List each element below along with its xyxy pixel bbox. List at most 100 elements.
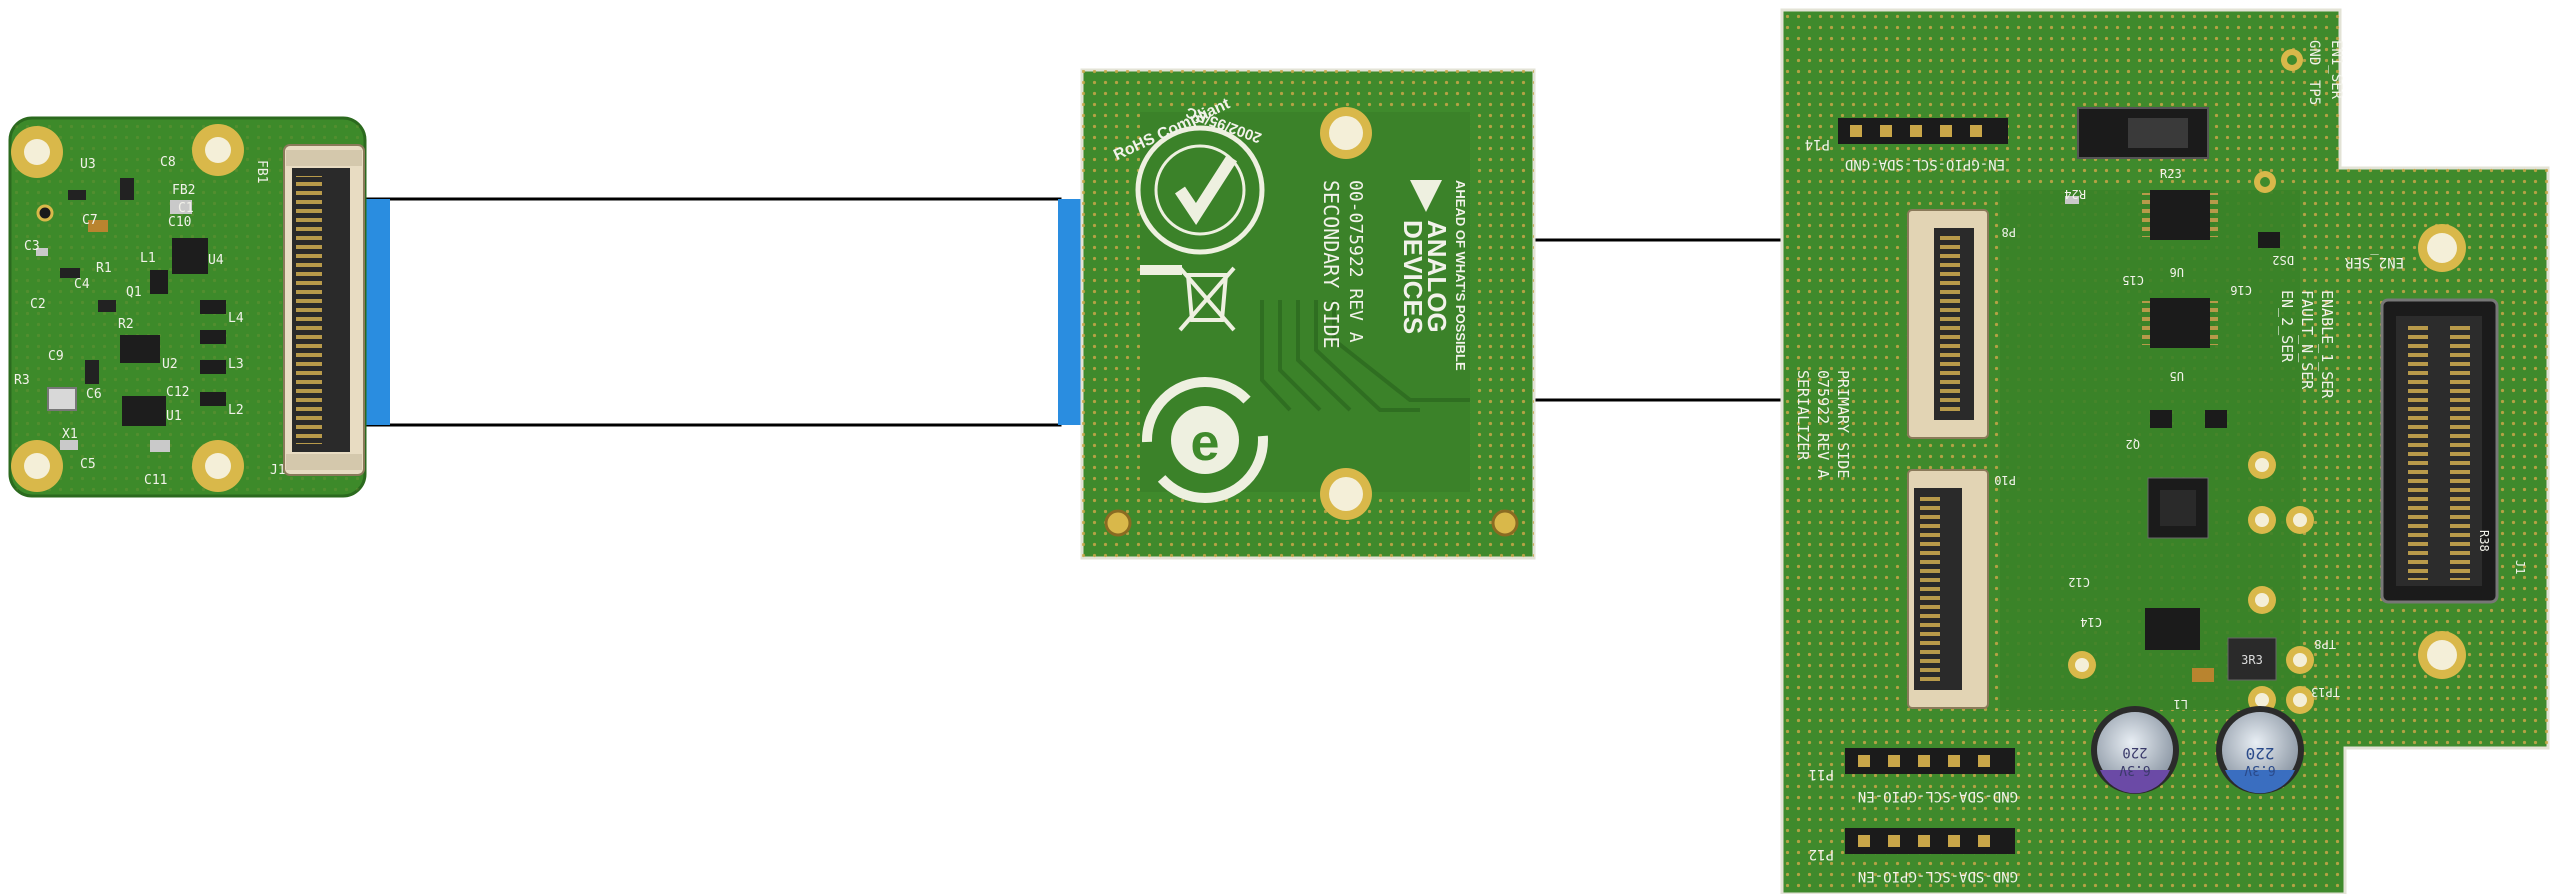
fpc-connector-p10 <box>1907 469 1989 709</box>
p11-label: P11 <box>1809 766 1834 782</box>
refdes-c7: C7 <box>82 213 98 228</box>
refdes-c11: C11 <box>144 473 167 488</box>
refdes-c5: C5 <box>80 457 96 472</box>
refdes-c6: C6 <box>86 387 102 402</box>
inductor-code: 3R3 <box>2241 653 2263 667</box>
serializer-board: EN-GPIO-SCL-SDA-GND P14 R23 GND TP5 EN1_… <box>1780 8 2550 894</box>
refdes-fb2: FB2 <box>172 183 195 198</box>
high-speed-connector <box>2380 298 2499 604</box>
refdes-q1: Q1 <box>126 285 142 300</box>
ic-regulator <box>2145 608 2200 650</box>
mounting-hole <box>192 124 244 176</box>
serializer-label: SERIALIZER <box>1794 370 1812 461</box>
refdes-tp11: TP8 <box>2314 637 2336 651</box>
refdes-c10: C10 <box>168 215 191 230</box>
en1-label: EN1_SER <box>2328 40 2344 100</box>
primary-side-label: PRIMARY SIDE <box>1834 370 1852 478</box>
p14-pin-label: EN-GPIO-SCL-SDA-GND <box>1845 156 2005 172</box>
test-points <box>2068 49 2314 714</box>
camera-board: U3 C8 FB1 C7 FB2 C10 C1 C3 R1 L1 U4 C4 Q… <box>8 116 367 498</box>
cap1-voltage: 6.3V <box>2119 762 2150 777</box>
analog-devices-logo: ANALOG DEVICES AHEAD OF WHAT'S POSSIBLE <box>1398 180 1468 371</box>
refdes-l1: L1 <box>140 251 156 266</box>
refdes-u5: U5 <box>2170 369 2184 383</box>
inductor: 3R3 <box>2227 637 2277 681</box>
refdes-p8: P8 <box>2002 225 2016 239</box>
ic-serializer <box>2147 477 2209 539</box>
middle-side-label: SECONDARY SIDE <box>1319 180 1343 349</box>
flex-cable-left <box>358 197 1082 427</box>
mounting-hole <box>11 126 63 178</box>
switch-label: R23 <box>2160 167 2182 181</box>
refdes-r38: R38 <box>2477 530 2491 552</box>
ic-chip <box>122 396 166 426</box>
electrolytic-capacitor-1: 220 6.3V <box>2091 706 2179 794</box>
middle-part-number: 00-075922 REV A <box>1345 180 1366 343</box>
en-label: EN_2_SER <box>2278 290 2296 363</box>
refdes-u6: U6 <box>2170 265 2184 279</box>
refdes-c1: C1 <box>178 201 194 216</box>
header-p14: EN-GPIO-SCL-SDA-GND P14 <box>1805 118 2008 172</box>
enable-label: ENABLE_1_SER <box>2318 290 2336 399</box>
mounting-hole <box>1320 107 1372 159</box>
slide-switch: R23 <box>2077 107 2209 181</box>
serializer-refdes-silkscreen: P8 P10 U6 U5 C15 C16 R38 R24 DS2 Q2 TP8 … <box>1994 187 2527 711</box>
refdes-u2: U2 <box>162 357 178 372</box>
en2-label: EN2_SER <box>2344 254 2404 270</box>
refdes-u1: U1 <box>166 409 182 424</box>
p12-label: P12 <box>1809 846 1834 862</box>
p14-label: P14 <box>1805 136 1830 152</box>
electrolytic-capacitor-2: 220 6.3V <box>2216 706 2304 794</box>
refdes-c8: C8 <box>160 155 176 170</box>
refdes-l1: L1 <box>2174 697 2188 711</box>
recycle-icon: e <box>1142 377 1268 503</box>
gnd-label: GND <box>2306 40 2322 65</box>
crystal <box>47 387 77 411</box>
refdes-j1-ser: J1 <box>2513 560 2527 574</box>
refdes-c3: C3 <box>24 239 40 254</box>
refdes-c16: C16 <box>2230 283 2252 297</box>
refdes-c14: C14 <box>2080 615 2102 629</box>
refdes-c15: C15 <box>2122 273 2144 287</box>
refdes-u3: U3 <box>80 157 96 172</box>
header-p11: GND-SDA-SCL-GPIO-EN P11 <box>1809 748 2018 804</box>
cap2-voltage: 6.3V <box>2244 762 2275 777</box>
refdes-l2: L2 <box>228 403 244 418</box>
ic-soic-u5 <box>2142 298 2218 348</box>
refdes-ds2: R24 <box>2064 187 2086 201</box>
mounting-hole <box>1320 468 1372 520</box>
refdes-r3: R3 <box>14 373 30 388</box>
fault-label: FAULT_N_SER <box>2298 290 2316 390</box>
refdes-l3: L3 <box>228 357 244 372</box>
refdes-p10: P10 <box>1994 473 2016 487</box>
adapter-board: RoHS Compliant 2002/95/EC e ANALOG DEVIC… <box>1080 68 1536 560</box>
brand-tagline: AHEAD OF WHAT'S POSSIBLE <box>1453 180 1468 371</box>
p12-pin-label: GND-SDA-SCL-GPIO-EN <box>1858 868 2018 884</box>
cap1-value: 220 <box>2122 744 2147 760</box>
p11-pin-label: GND-SDA-SCL-GPIO-EN <box>1858 788 2018 804</box>
mounting-hole <box>2418 631 2466 679</box>
refdes-q4: Q2 <box>2126 437 2140 451</box>
refdes-c12: C12 <box>166 385 189 400</box>
fpc-connector-p8 <box>1907 209 1989 439</box>
refdes-r2: R2 <box>118 317 134 332</box>
fpc-connector-camera <box>283 144 365 476</box>
mounting-hole <box>11 440 63 492</box>
refdes-u4: U4 <box>208 253 224 268</box>
brand-line1: ANALOG <box>1422 220 1452 333</box>
svg-text:e: e <box>1191 414 1220 472</box>
weee-bin-icon <box>1178 266 1236 332</box>
refdes-c9: C9 <box>48 349 64 364</box>
refdes-j1: J1 <box>270 463 286 478</box>
ic-soic-u6 <box>2142 190 2218 240</box>
refdes-c2: C2 <box>30 297 46 312</box>
refdes-c12: C12 <box>2068 575 2090 589</box>
refdes-q2: DS2 <box>2272 253 2294 267</box>
header-p12: GND-SDA-SCL-GPIO-EN P12 <box>1809 828 2018 884</box>
camera-refdes-silkscreen: U3 C8 FB1 C7 FB2 C10 C1 C3 R1 L1 U4 C4 Q… <box>14 155 286 488</box>
refdes-x1: X1 <box>62 427 78 442</box>
mounting-hole <box>192 440 244 492</box>
refdes-c4: C4 <box>74 277 90 292</box>
refdes-r1: R1 <box>96 261 112 276</box>
